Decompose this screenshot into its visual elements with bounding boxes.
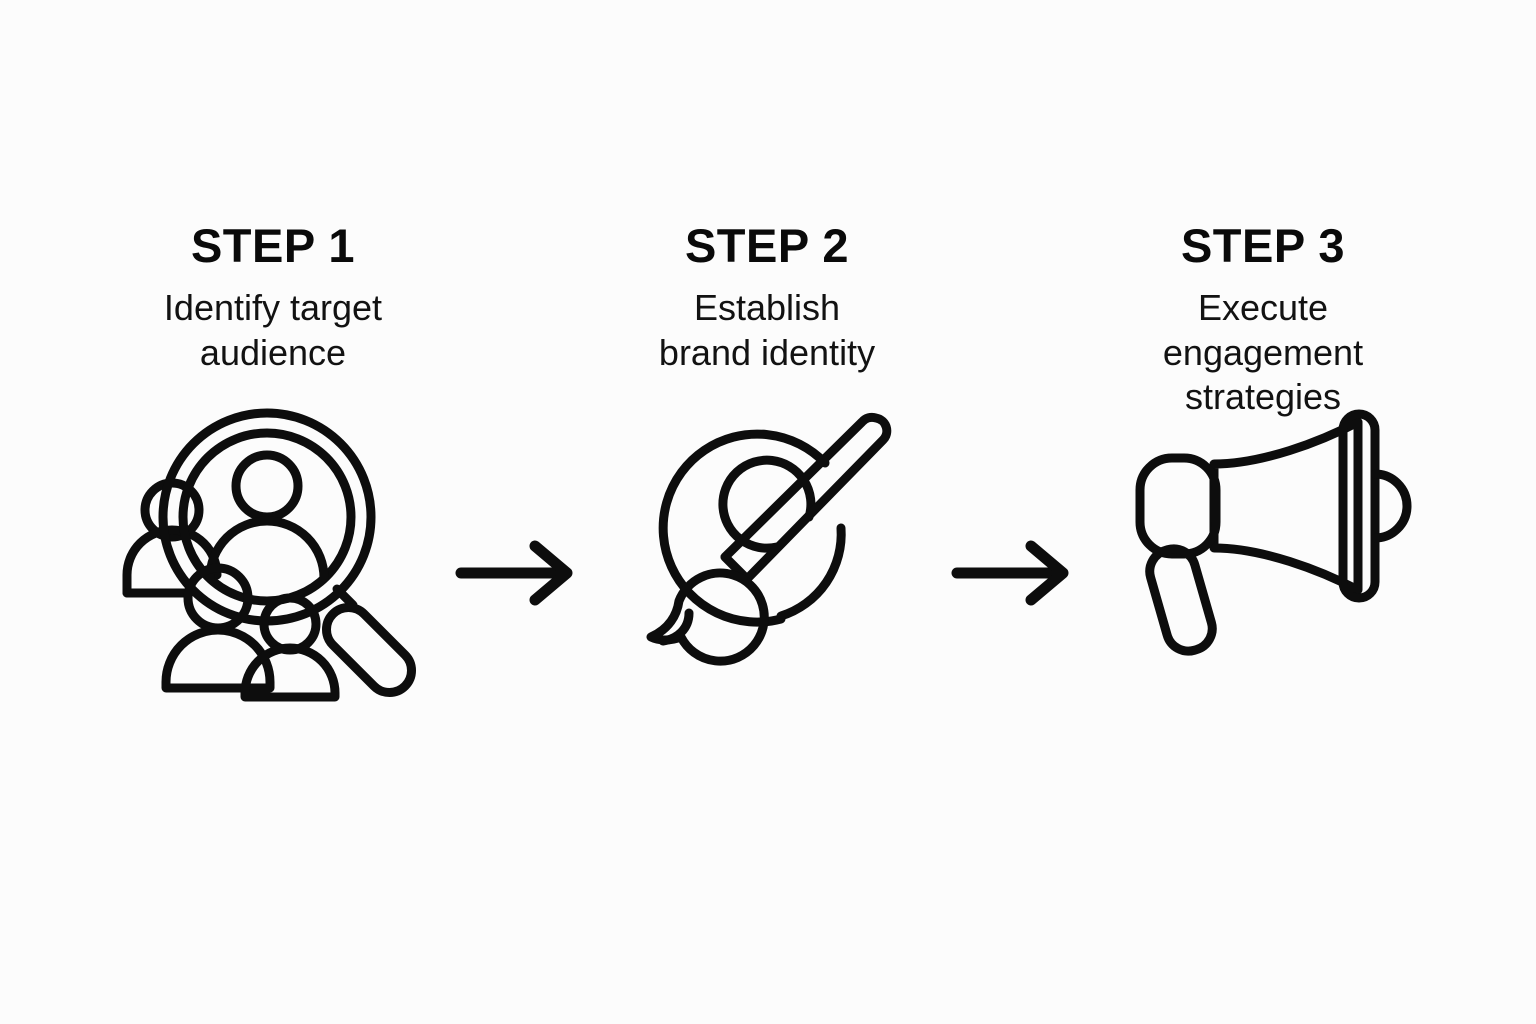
step-3-caption: Execute engagement strategies bbox=[1163, 286, 1363, 420]
connector-1 bbox=[447, 0, 587, 608]
step-2-caption-line-1: Establish bbox=[693, 287, 841, 328]
megaphone-icon bbox=[1130, 408, 1412, 656]
step-3-caption-line-2: engagement bbox=[1162, 331, 1364, 373]
step-2-caption: Establish brand identity bbox=[659, 286, 875, 375]
step-1: STEP 1 Identify target audience bbox=[93, 0, 453, 702]
arrow-right-icon bbox=[455, 538, 579, 608]
arrow-right-icon bbox=[951, 538, 1075, 608]
paintbrush-palette-icon bbox=[629, 397, 909, 667]
step-3-caption-line-3: strategies bbox=[1184, 376, 1342, 418]
target-audience-magnifier-icon bbox=[115, 397, 425, 702]
step-2-caption-line-2: brand identity bbox=[658, 331, 876, 373]
step-1-caption: Identify target audience bbox=[164, 286, 382, 375]
step-1-caption-line-1: Identify target bbox=[163, 287, 383, 328]
step-2-heading: STEP 2 bbox=[684, 219, 850, 272]
connector-2 bbox=[943, 0, 1083, 608]
step-3-caption-line-1: Execute bbox=[1197, 287, 1329, 328]
step-3: STEP 3 Execute engagement strategies bbox=[1083, 0, 1443, 656]
step-2: STEP 2 Establish brand identity bbox=[587, 0, 947, 667]
step-1-heading: STEP 1 bbox=[190, 219, 356, 272]
step-3-heading: STEP 3 bbox=[1180, 219, 1346, 272]
step-1-caption-line-2: audience bbox=[199, 331, 347, 373]
